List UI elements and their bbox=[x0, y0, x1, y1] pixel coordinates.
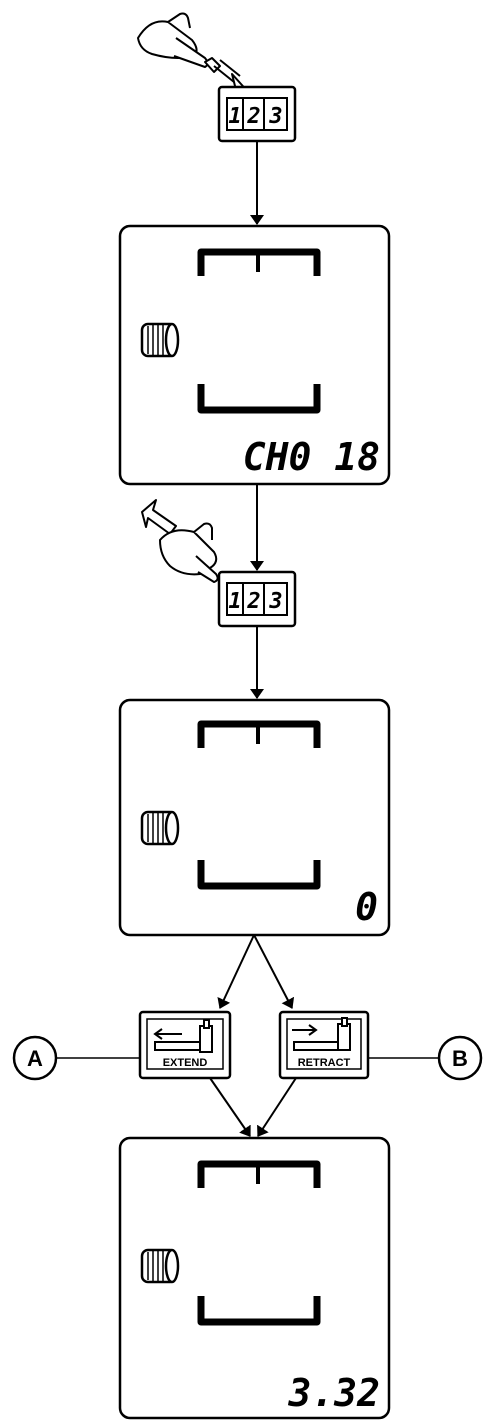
extend-button[interactable]: EXTEND bbox=[138, 1010, 232, 1080]
callout-b-letter: B bbox=[452, 1046, 468, 1071]
callout-a-letter: A bbox=[27, 1046, 43, 1071]
display-screen-2: 0 bbox=[118, 698, 391, 937]
retract-label: RETRACT bbox=[298, 1057, 351, 1069]
screen-readout: 0 bbox=[355, 885, 378, 929]
extend-arrow-icon bbox=[153, 1019, 213, 1053]
keypad-digit-1: 1 bbox=[228, 589, 241, 614]
flow-arrow bbox=[209, 1077, 251, 1137]
keypad-digit-1: 1 bbox=[228, 104, 241, 129]
display-screen-3: 3.32 bbox=[118, 1136, 391, 1420]
keypad-digit-2: 2 bbox=[246, 104, 260, 129]
keypad-button-123[interactable]: 1 2 3 bbox=[217, 570, 297, 628]
callout-b: B bbox=[368, 1035, 483, 1081]
pressing-hand-icon bbox=[137, 12, 251, 95]
wheel-icon bbox=[140, 322, 180, 358]
flow-arrow bbox=[253, 934, 295, 1009]
keypad-button-123[interactable]: 1 2 3 bbox=[217, 85, 297, 143]
screen-readout: CH0 18 bbox=[243, 435, 380, 479]
flow-arrow bbox=[217, 934, 255, 1009]
keypad-digit-2: 2 bbox=[246, 589, 260, 614]
keypad-digit-3: 3 bbox=[268, 589, 282, 614]
wheel-icon bbox=[140, 810, 180, 846]
keypad-digit-3: 3 bbox=[268, 104, 282, 129]
retract-arrow-icon bbox=[292, 1017, 351, 1051]
callout-a: A bbox=[12, 1035, 140, 1081]
flow-arrow bbox=[257, 1077, 297, 1137]
screen-readout: 3.32 bbox=[287, 1371, 380, 1415]
retract-button[interactable]: RETRACT bbox=[278, 1010, 370, 1080]
releasing-hand-icon bbox=[141, 499, 219, 583]
extend-label: EXTEND bbox=[163, 1057, 208, 1069]
display-screen-1: CH0 18 bbox=[118, 224, 391, 486]
wheel-icon bbox=[140, 1248, 180, 1284]
